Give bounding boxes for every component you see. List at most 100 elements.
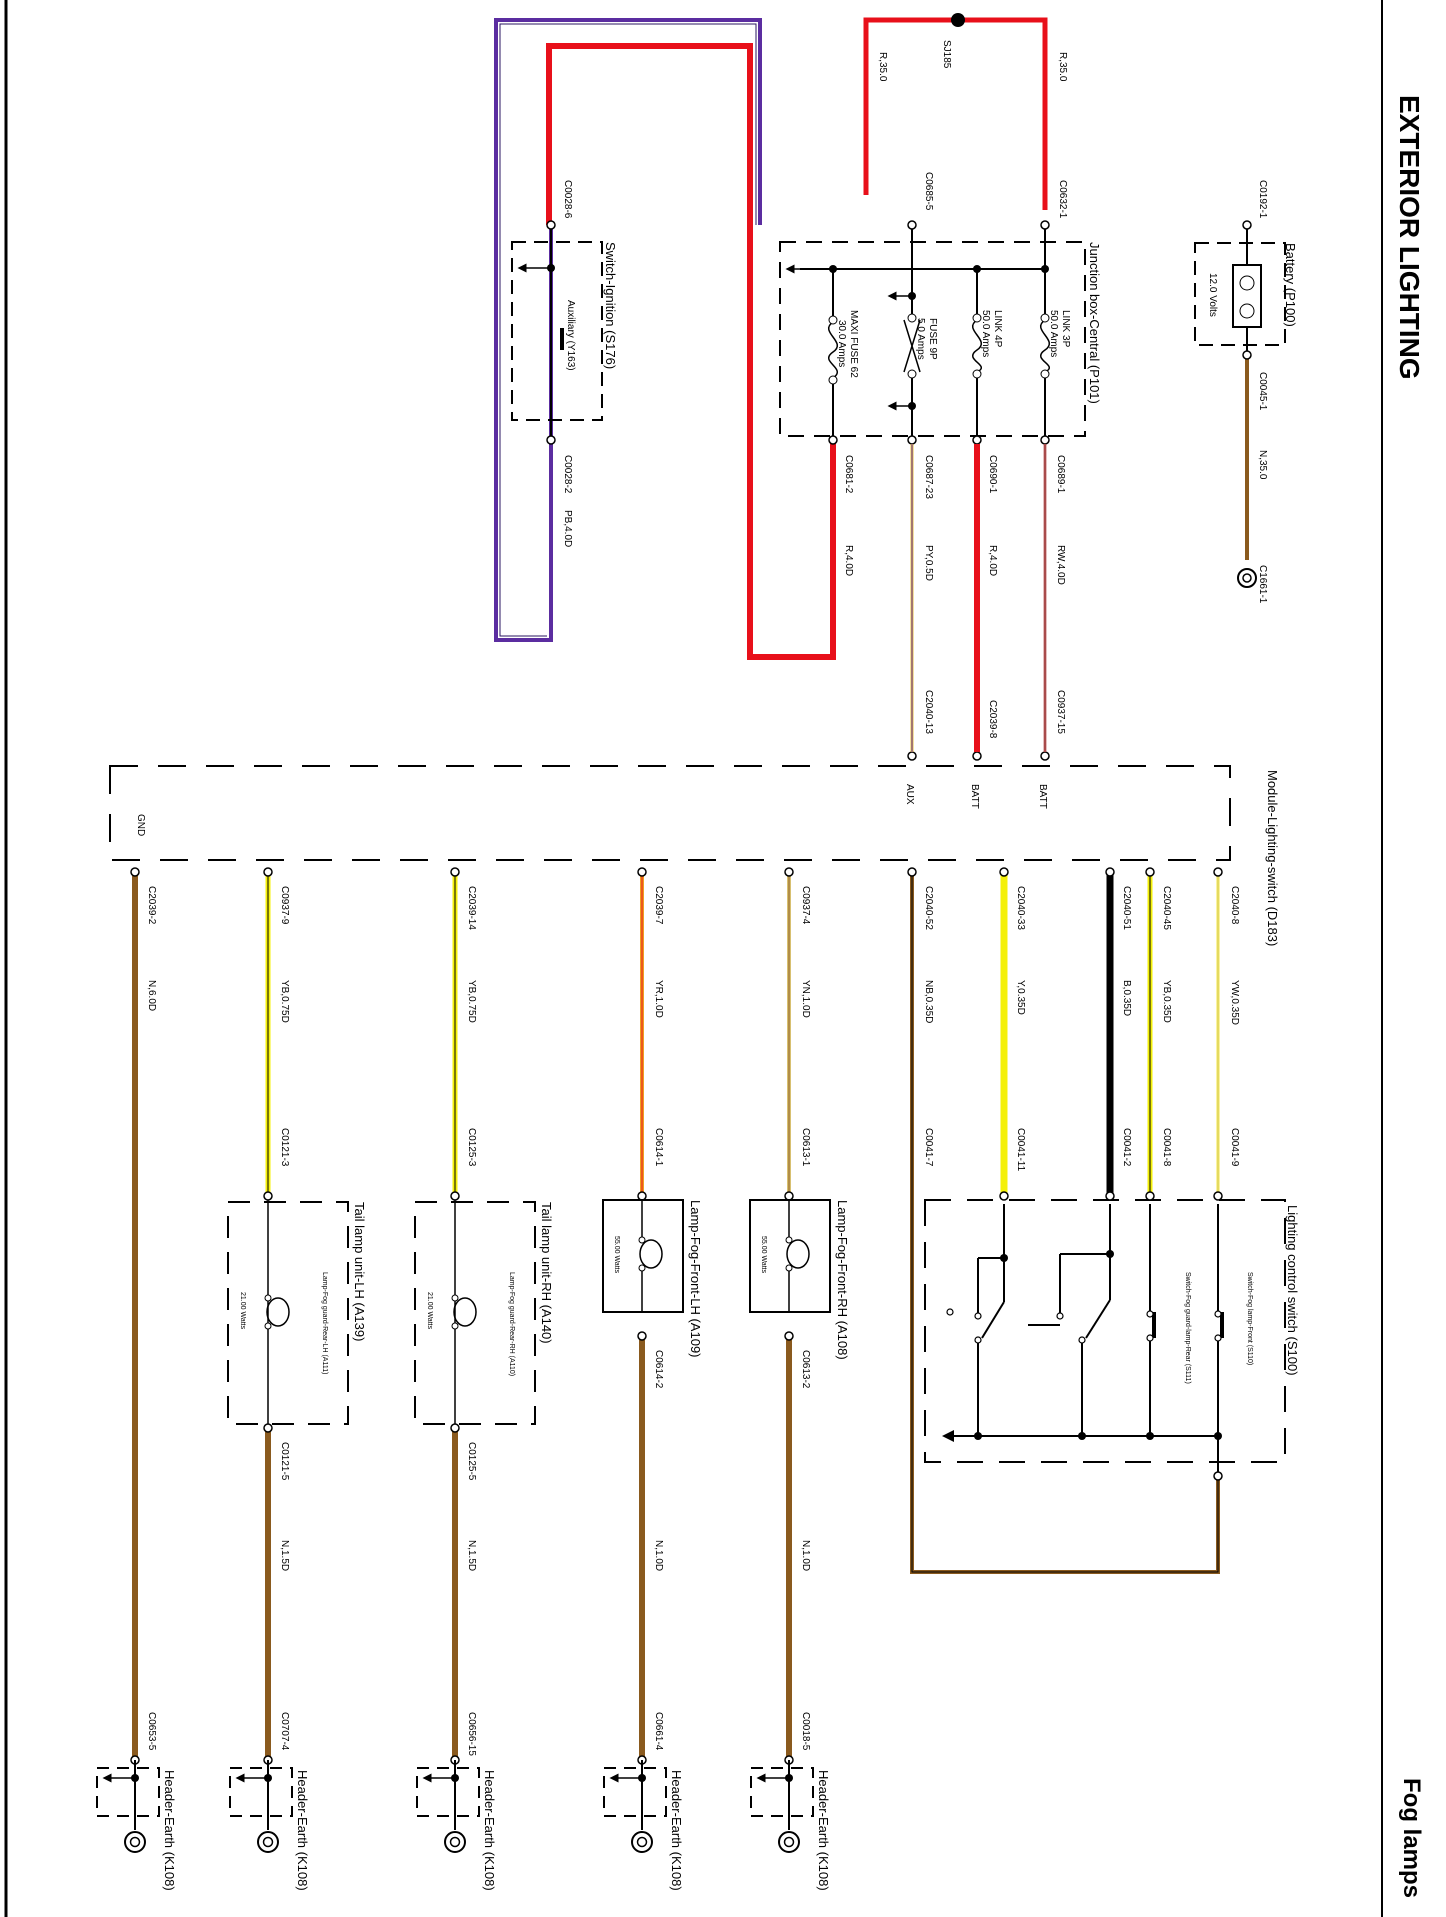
tail-rh-watts: 21.00 Watts (426, 1292, 433, 1330)
battery-ground-eyelet (1237, 568, 1257, 588)
wire-connector-bottom: C0041-11 (1015, 1128, 1026, 1172)
c0028-2-label: C0028-2 (562, 455, 573, 494)
fog-rh-watts: 55.00 Watts (760, 1236, 767, 1274)
battery-ground-eyelet-inner (1242, 573, 1252, 583)
wire-spec-label: YN,1.0D (800, 980, 811, 1018)
ignition-contact (560, 328, 564, 350)
ignition-label: Switch-Ignition (S176) (603, 242, 618, 369)
ground-wire-spec: N,1.5D (279, 1540, 290, 1571)
wire-spec-label: N,6.0D (146, 980, 157, 1011)
fog-rh-label: Lamp-Fog-Front-RH (A108) (835, 1200, 850, 1360)
lcs-open-contacts (946, 1308, 1222, 1344)
wire-connector-top: C2039-2 (146, 886, 157, 925)
header-earth-2 (603, 1760, 667, 1853)
jb-node-3 (829, 265, 837, 273)
header-earth-3 (416, 1760, 480, 1853)
ground-wire-spec: N,1.5D (466, 1540, 477, 1571)
c0690-label: C0690-1 (987, 455, 998, 494)
battery-label: Battery (P100) (1283, 243, 1298, 327)
splice-label: SJ185 (941, 40, 952, 69)
link3p-label: LINK 3P (1060, 310, 1071, 348)
wire-connector-top: C2040-51 (1121, 886, 1132, 930)
ground-symbols: Header-Earth (K108)Header-Earth (K108)He… (96, 1760, 831, 1891)
header-earth-label: Header-Earth (K108) (295, 1770, 310, 1891)
lcs-front-label: Switch-Fog lamp-Front (S110) (1246, 1272, 1253, 1365)
junction-box (779, 241, 1086, 437)
header-earth-label: Header-Earth (K108) (816, 1770, 831, 1891)
c0632-label: C0632-1 (1057, 180, 1068, 219)
fog-lamp-rh (749, 1199, 831, 1313)
header-earth-1 (750, 1760, 814, 1853)
module-pin-gnd: GND (135, 814, 146, 836)
jb-node-2 (973, 265, 981, 273)
c0045-label: C0045-1 (1257, 372, 1268, 411)
wire-connector-top: C2039-7 (653, 886, 664, 925)
wire-spec-label: NB,0.35D (923, 980, 934, 1023)
wire-nb-return-stripe (911, 874, 1219, 1573)
lamp-out-connector: C0121-5 (279, 1442, 290, 1481)
module-pin-batt-2: BATT (969, 784, 980, 809)
jb-node-1 (1041, 265, 1049, 273)
fog-lh-watts: 55.00 Watts (613, 1236, 620, 1274)
wire-connector-bottom: C0041-9 (1229, 1128, 1240, 1167)
lcs-nodes (974, 1250, 1224, 1440)
link3p-rating: 50.0 Amps (1048, 310, 1059, 357)
tail-lh-inner: Lamp-Fog guard-Rear-LH (A111) (321, 1272, 328, 1374)
wire-connector-top: C0937-4 (800, 886, 811, 925)
wire-spec-label: YR,1.0D (653, 980, 664, 1018)
c0937-15-label: C0937-15 (1055, 690, 1066, 734)
wire-red-battery-feed (863, 17, 1048, 210)
battery-cell (1232, 264, 1262, 328)
tail-lh-watts: 21.00 Watts (239, 1292, 246, 1330)
wire-violet-loop (494, 18, 762, 642)
wire-connector-bottom: C0614-1 (653, 1128, 664, 1167)
wire-red-maxi (546, 43, 836, 660)
lcs-label: Lighting control switch (S100) (1285, 1205, 1300, 1376)
header-earth-4 (229, 1760, 293, 1853)
ground-wire-spec: N,1.0D (653, 1540, 664, 1571)
c0685-label: C0685-5 (923, 172, 934, 211)
maxi62-fuse (823, 315, 843, 385)
wire-connector-bottom: C0121-3 (279, 1128, 290, 1167)
c0192-label: C0192-1 (1257, 180, 1268, 219)
module-pin-batt-1: BATT (1037, 784, 1048, 809)
bottom-labels: C2040-8YW,0.35DC0041-9C2040-45YB,0.35DC0… (146, 886, 1240, 1756)
fog-lh-label: Lamp-Fog-Front-LH (A109) (688, 1200, 703, 1358)
tail-rh-label: Tail lamp unit-RH (A140) (539, 1202, 554, 1344)
wire-connector-top: C2039-14 (466, 886, 477, 930)
splice-dot (951, 13, 965, 27)
tail-lh-label: Tail lamp unit-LH (A139) (352, 1202, 367, 1341)
tail-lamp-rh (414, 1200, 536, 1425)
ground-connector: C0656-15 (466, 1712, 477, 1756)
wire-spec-label: YB,0.35D (1161, 980, 1172, 1023)
top-connector-pins (546, 220, 1252, 761)
battery-box (1194, 242, 1286, 346)
lighting-module-box (109, 765, 1231, 861)
wire-connector-bottom: C0041-2 (1121, 1128, 1132, 1167)
wire-connector-top: C2040-33 (1015, 886, 1026, 930)
wire-connector-bottom: C0041-7 (923, 1128, 934, 1167)
battery-minus (1239, 303, 1255, 319)
link3p-fuse (1035, 313, 1055, 379)
ground-connector: C0707-4 (279, 1712, 290, 1751)
wire-rw-label: RW,4.0D (1055, 545, 1066, 585)
ground-connector: C0653-5 (146, 1712, 157, 1751)
battery-voltage: 12.0 Volts (1207, 273, 1218, 317)
wire-n35-label: N,35.0 (1257, 450, 1268, 480)
maxi62-label: MAXI FUSE 62 (848, 310, 859, 378)
fuse9p-fuse (902, 313, 922, 379)
wire-pb-label: PB,4.0D (562, 510, 573, 547)
lamp-out-connector: C0613-2 (800, 1350, 811, 1389)
wire-violet-loop-inner (499, 23, 757, 637)
link4p-label: LINK 4P (992, 310, 1003, 348)
ignition-box (511, 241, 603, 421)
wire-r35-left: R,35.0 (1057, 52, 1068, 82)
maxi62-rating: 30.0 Amps (836, 320, 847, 367)
wire-connector-bottom: C0041-8 (1161, 1128, 1172, 1167)
ground-connector: C0661-4 (653, 1712, 664, 1751)
top-labels: SJ185 R,35.0 R,35.0 C0192-1 C0632-1 C068… (562, 40, 1268, 739)
lamp-out-connector: C0125-5 (466, 1442, 477, 1481)
tail-rh-inner: Lamp-Fog guard-Rear-RH (A110) (508, 1272, 515, 1376)
wire-r4b-label: R,4.0D (987, 545, 998, 576)
